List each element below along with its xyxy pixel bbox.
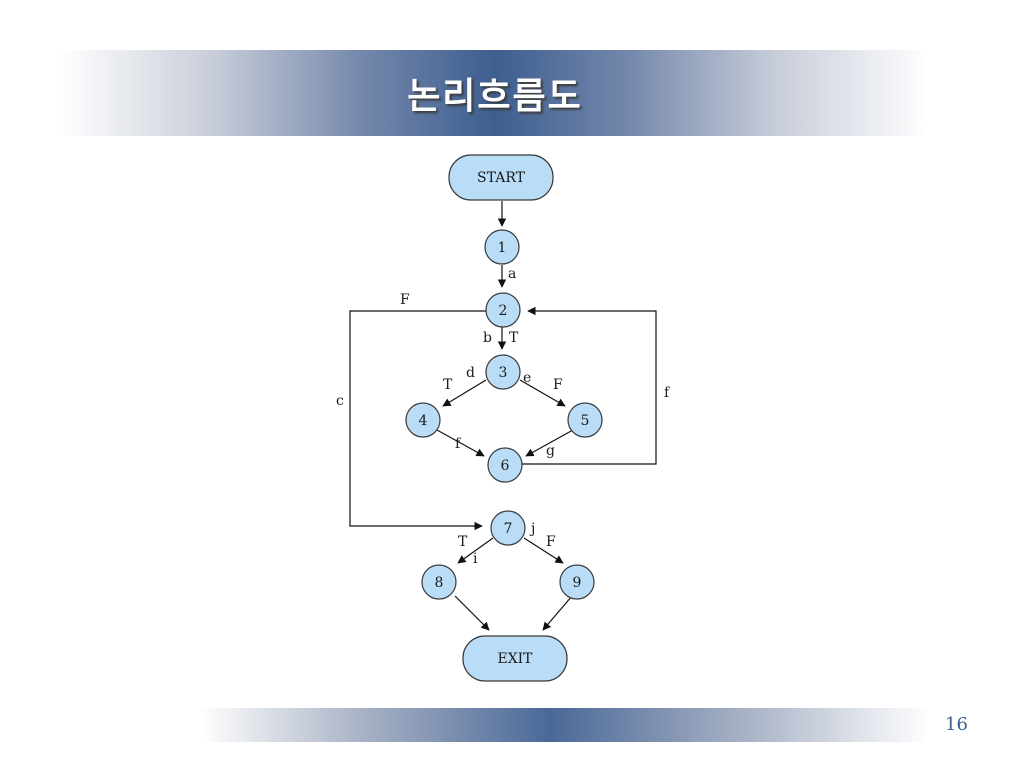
node-1: 1 <box>484 229 520 265</box>
edge-d <box>442 379 487 407</box>
edge-g <box>525 429 574 457</box>
svg-text:7: 7 <box>504 521 513 537</box>
slide-title: 논리흐름도 <box>407 75 583 117</box>
svg-text:3: 3 <box>499 365 508 381</box>
node-9: 9 <box>559 564 595 600</box>
label-b: b <box>483 330 492 346</box>
svg-text:8: 8 <box>435 575 444 591</box>
label-e: e <box>523 370 531 386</box>
edge-i <box>457 537 494 564</box>
svg-text:9: 9 <box>573 575 582 591</box>
label-i: i <box>473 551 478 567</box>
svg-text:5: 5 <box>581 413 590 429</box>
edge-8-exit <box>454 595 490 631</box>
label-T-i: T <box>458 534 468 550</box>
svg-text:1: 1 <box>498 240 507 256</box>
label-F-top: F <box>400 292 410 308</box>
edge-c <box>349 310 486 531</box>
label-f-4-6: f <box>455 436 462 452</box>
edge-f-loop <box>522 306 657 465</box>
node-4: 4 <box>405 402 441 438</box>
node-3: 3 <box>485 354 521 390</box>
edge-e <box>519 379 566 407</box>
node-2: 2 <box>485 292 521 328</box>
label-d: d <box>466 365 475 381</box>
label-F-e: F <box>553 377 563 393</box>
node-6: 6 <box>487 447 523 483</box>
svg-text:2: 2 <box>499 303 508 319</box>
label-a: a <box>508 266 516 282</box>
label-F-j: F <box>546 534 556 550</box>
label-T-b: T <box>509 330 519 346</box>
edge-9-exit <box>542 595 573 631</box>
node-7: 7 <box>490 510 526 546</box>
node-8: 8 <box>421 564 457 600</box>
label-T-d: T <box>443 377 453 393</box>
svg-text:EXIT: EXIT <box>497 651 533 667</box>
svg-text:6: 6 <box>501 458 510 474</box>
label-j: j <box>529 521 535 537</box>
title-band: 논리흐름도 <box>60 50 930 136</box>
footer-band <box>200 708 930 742</box>
node-start: START <box>448 154 554 201</box>
page-number: 16 <box>945 714 968 735</box>
edge-4-6 <box>436 429 485 457</box>
node-5: 5 <box>567 402 603 438</box>
edge-j <box>523 537 564 564</box>
label-g: g <box>546 443 555 459</box>
svg-text:START: START <box>477 170 526 186</box>
label-c: c <box>336 393 344 409</box>
svg-text:4: 4 <box>419 413 428 429</box>
node-exit: EXIT <box>462 635 568 682</box>
label-f-right: f <box>664 385 671 401</box>
